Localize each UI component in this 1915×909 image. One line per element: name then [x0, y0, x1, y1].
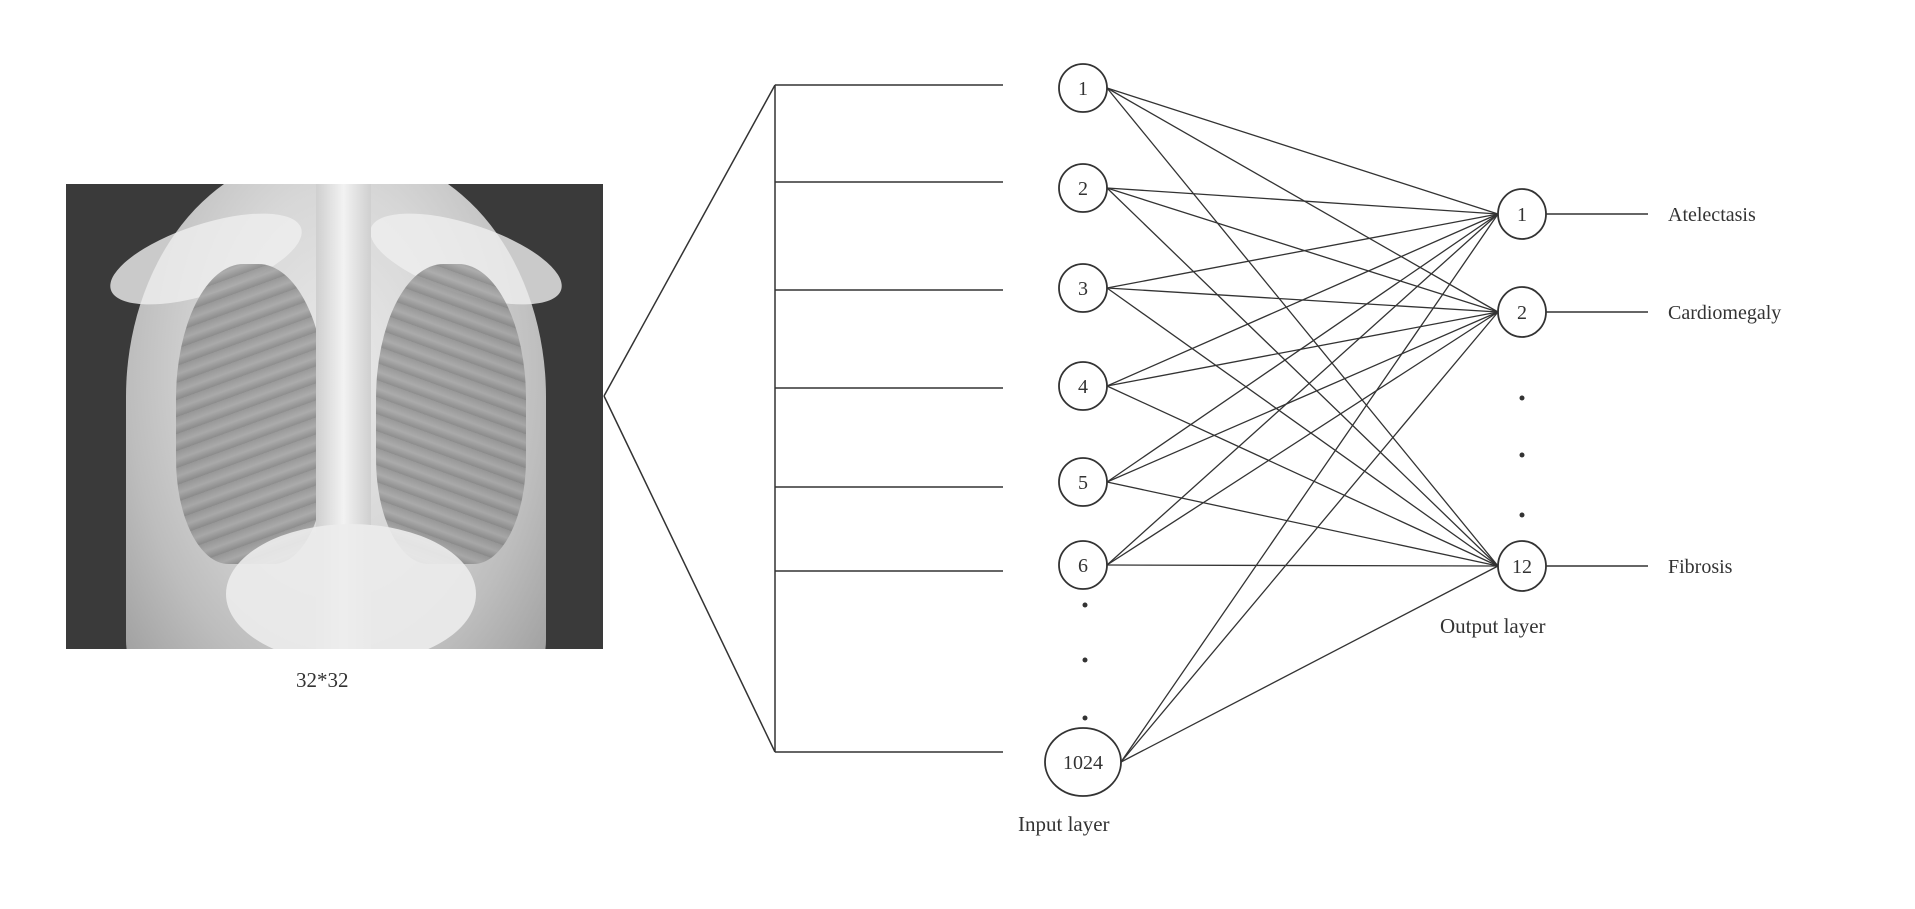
connection-line — [1106, 311, 1499, 387]
connection-line — [1106, 187, 1499, 567]
connection-line — [1106, 311, 1499, 566]
misc-marks — [603, 84, 1648, 753]
input-node-label: 3 — [1078, 278, 1088, 300]
ellipsis-dot — [1082, 715, 1088, 721]
output-node-label: 2 — [1517, 302, 1527, 324]
connection-line — [1106, 87, 1499, 215]
output-class-label: Atelectasis — [1668, 204, 1756, 226]
connection-line — [1106, 481, 1499, 567]
connection-line — [1106, 213, 1499, 387]
connection-line — [1106, 213, 1499, 289]
connection-line — [1106, 87, 1499, 567]
input-node-label: 6 — [1078, 555, 1088, 577]
output-layer-nodes: 1 Atelectasis 2 Cardiomegaly 12 Fibrosis — [1497, 188, 1781, 592]
connection-line — [1106, 287, 1499, 567]
ellipsis-dot — [1519, 452, 1525, 458]
input-node — [1058, 163, 1108, 213]
ellipsis-dot — [1519, 512, 1525, 518]
input-node-label: 1024 — [1063, 752, 1103, 774]
connection-line — [1106, 385, 1499, 567]
input-node — [1058, 457, 1108, 507]
output-layer-label: Output layer — [1440, 614, 1546, 638]
input-node — [1058, 540, 1108, 590]
input-node — [1058, 63, 1108, 113]
input-node-label: 1 — [1078, 78, 1088, 100]
input-node — [1044, 727, 1122, 797]
output-class-label: Cardiomegaly — [1668, 302, 1781, 324]
input-node-label: 2 — [1078, 178, 1088, 200]
ellipsis-dot — [1082, 657, 1088, 663]
projection-line-bottom — [603, 395, 776, 753]
connection-line — [1106, 213, 1499, 483]
connection-line — [1106, 187, 1499, 215]
input-node-label: 5 — [1078, 472, 1088, 494]
connection-line — [1106, 187, 1499, 313]
projection-line-top — [603, 84, 776, 397]
ellipsis-dot — [1519, 395, 1525, 401]
input-node-label: 4 — [1078, 376, 1088, 398]
chest-xray-image — [66, 184, 603, 649]
connection-line — [1120, 565, 1499, 763]
connection-line — [1120, 213, 1499, 763]
connection-line — [1106, 564, 1499, 567]
connections — [1106, 87, 1499, 763]
image-caption: 32*32 — [296, 668, 349, 692]
input-layer-nodes: 1 2 3 4 5 6 1024 — [1044, 63, 1122, 797]
input-node — [1058, 361, 1108, 411]
connection-line — [1106, 213, 1499, 566]
connection-line — [1106, 311, 1499, 483]
input-node — [1058, 263, 1108, 313]
input-layer-label: Input layer — [1018, 812, 1110, 836]
output-node-label: 1 — [1517, 204, 1527, 226]
ellipsis-dot — [1082, 602, 1088, 608]
connection-line — [1120, 311, 1499, 763]
connection-line — [1106, 87, 1499, 313]
output-class-label: Fibrosis — [1668, 556, 1733, 578]
output-node-label: 12 — [1512, 556, 1532, 578]
